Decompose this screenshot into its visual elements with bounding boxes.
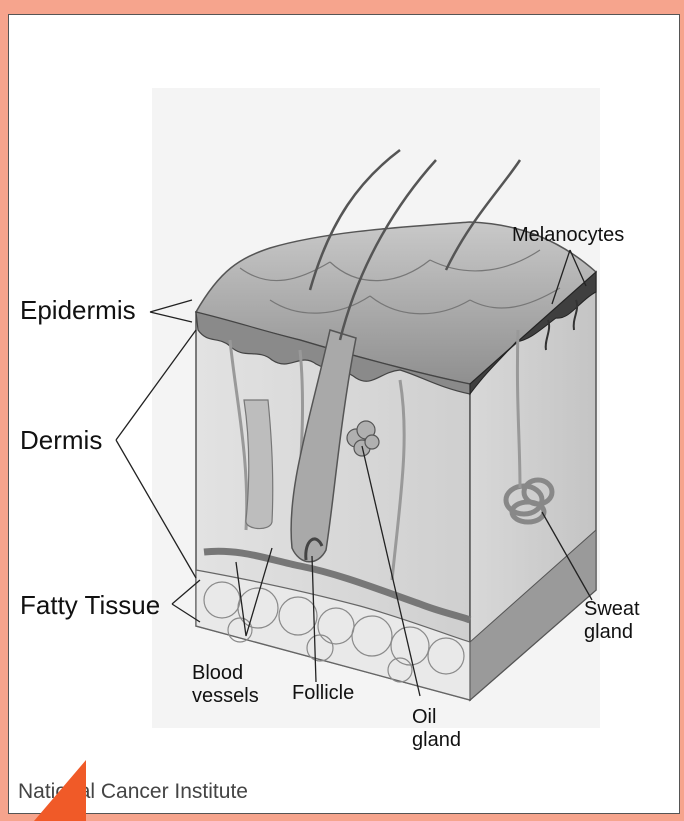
label-follicle: Follicle [292, 682, 354, 705]
label-blood-vessels: Blood vessels [192, 662, 259, 708]
credit-text: National Cancer Institute [18, 780, 248, 804]
label-epidermis: Epidermis [20, 296, 136, 326]
label-oil-gland: Oil gland [412, 706, 461, 752]
label-fatty-tissue: Fatty Tissue [20, 591, 160, 621]
label-dermis: Dermis [20, 426, 102, 456]
label-sweat-gland: Sweat gland [584, 598, 640, 644]
label-melanocytes: Melanocytes [512, 224, 624, 247]
duct [244, 400, 273, 529]
